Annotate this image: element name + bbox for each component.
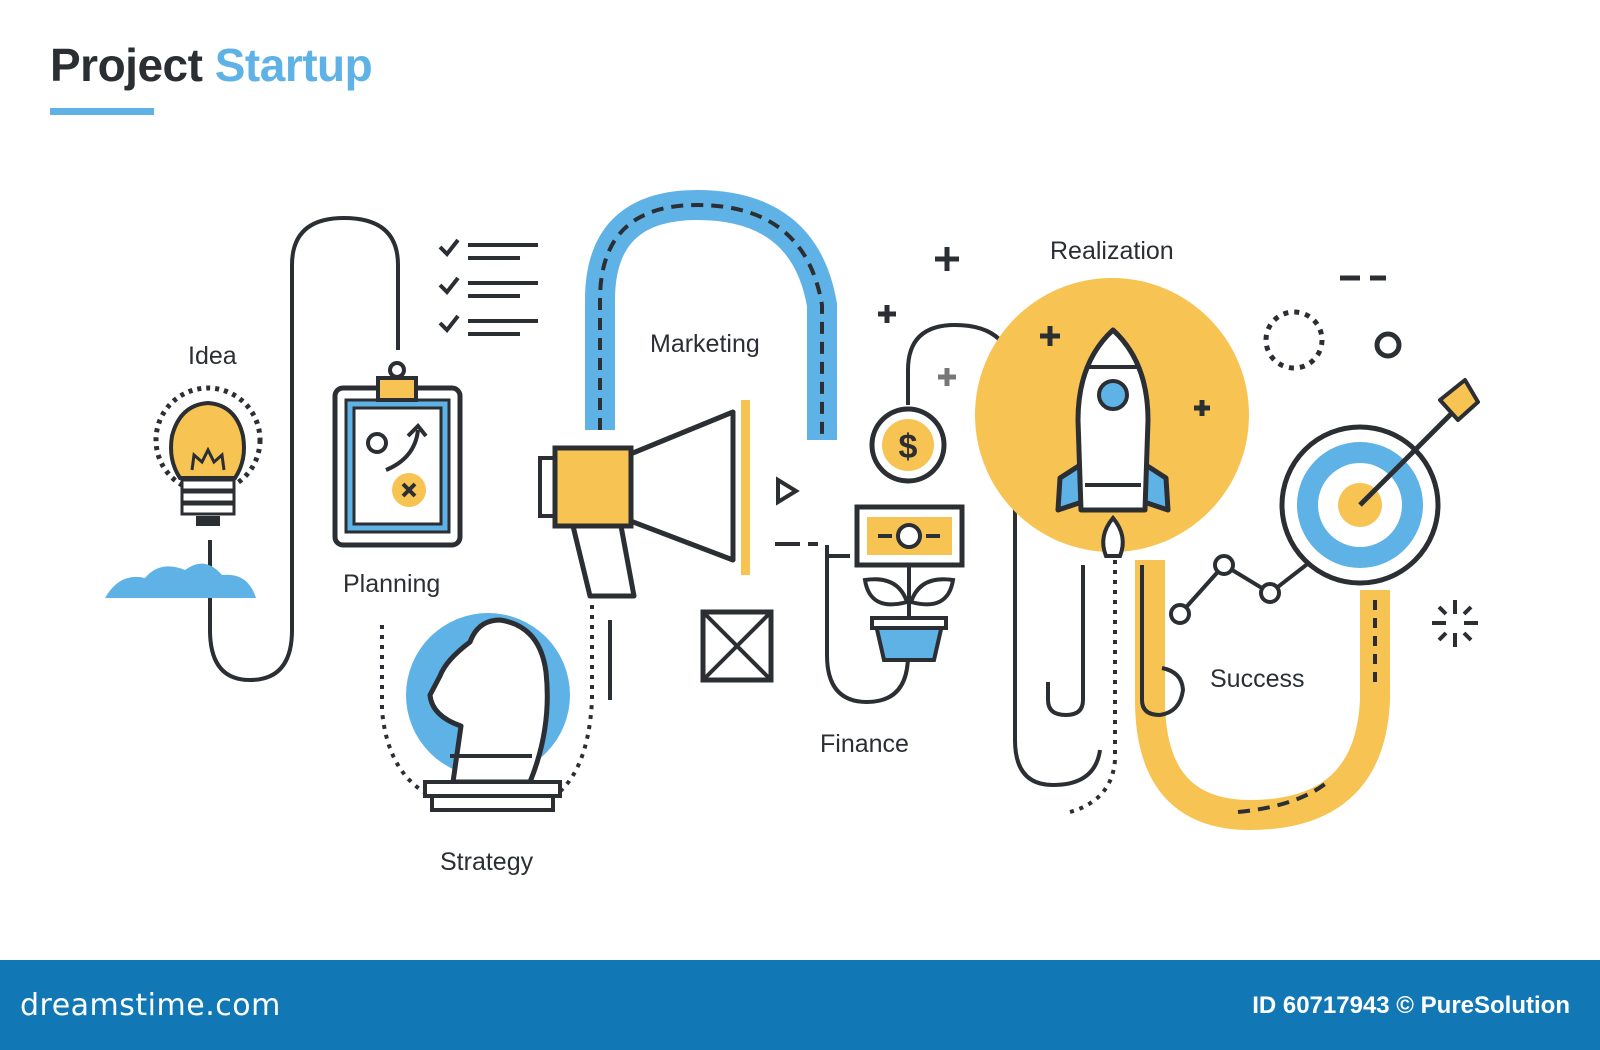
marketing-arch-dash	[598, 202, 824, 440]
svg-text:$: $	[899, 428, 918, 466]
chess-knight-icon	[406, 613, 570, 812]
marketing-arch-blue	[585, 189, 837, 440]
megaphone-icon	[538, 400, 850, 599]
stage-label-finance: Finance	[820, 730, 909, 758]
stage-label-success: Success	[1210, 665, 1305, 693]
stage-label-idea: Idea	[188, 342, 237, 370]
success-loop-yellow	[1135, 560, 1390, 831]
title-word-startup: Startup	[214, 39, 373, 91]
decorative-sparkles	[878, 247, 1478, 647]
strategy-dotted-arc-left	[380, 625, 441, 802]
title-underline	[50, 108, 154, 115]
crossed-box-icon	[700, 609, 774, 683]
startup-process-diagram: $	[105, 189, 1480, 831]
money-plant-icon: $	[854, 406, 965, 662]
checklist-icon	[438, 238, 538, 336]
journey-path-1	[208, 215, 400, 683]
target-arrow-icon	[1169, 378, 1480, 625]
stage-label-strategy: Strategy	[440, 848, 534, 876]
stage-label-marketing: Marketing	[650, 330, 760, 358]
title-word-project: Project	[50, 39, 203, 91]
stage-label-planning: Planning	[343, 570, 441, 598]
success-loop-dash	[1237, 778, 1332, 814]
clipboard-icon	[332, 361, 463, 548]
journey-path-2	[825, 545, 910, 705]
footer-bar: dreamstime.com ID 60717943 © PureSolutio…	[0, 960, 1600, 1050]
footer-logo: dreamstime.com	[20, 988, 281, 1023]
rocket-trail	[1069, 560, 1117, 814]
lightbulb-icon	[105, 385, 263, 598]
footer-credit: ID 60717943 © PureSolution	[1252, 992, 1570, 1019]
page-title: Project Startup	[50, 38, 373, 92]
rocket-icon	[975, 278, 1249, 718]
stage-label-realization: Realization	[1050, 237, 1174, 265]
